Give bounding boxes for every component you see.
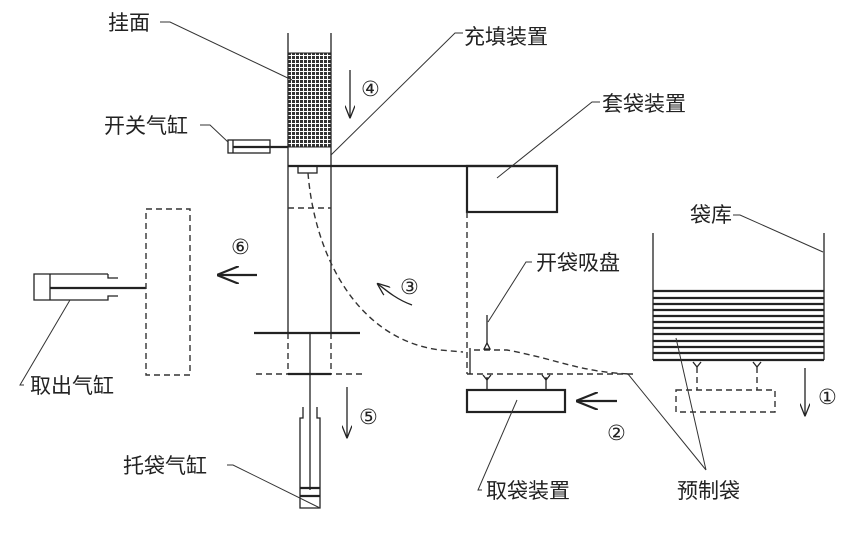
step-1: ① xyxy=(818,385,837,409)
bagging-device xyxy=(288,164,559,374)
bag-opening-suction xyxy=(482,315,492,350)
label-bag-taking-device: 取袋装置 xyxy=(486,479,570,503)
step-5: ⑤ xyxy=(359,405,378,429)
step-4: ④ xyxy=(361,77,380,101)
filling-tube xyxy=(254,33,363,376)
label-takeout-cylinder: 取出气缸 xyxy=(30,374,114,398)
step-6: ⑥ xyxy=(231,235,250,259)
label-bag-holding-cylinder: 托袋气缸 xyxy=(123,454,207,478)
label-bagging-device: 套袋装置 xyxy=(602,92,686,116)
takeout-cylinder xyxy=(33,208,191,376)
label-filling-device: 充填装置 xyxy=(464,25,548,49)
arrow-step-3 xyxy=(378,284,413,306)
label-bag-opening-suction: 开袋吸盘 xyxy=(536,251,620,275)
switch-cylinder xyxy=(227,139,288,154)
bag-storage xyxy=(652,233,825,413)
label-premade-bag: 预制袋 xyxy=(677,479,740,503)
step-2: ② xyxy=(607,421,626,445)
noodles-bundle xyxy=(287,52,332,148)
bag-holding-cylinder xyxy=(299,333,321,509)
label-switch-cylinder: 开关气缸 xyxy=(104,114,188,138)
label-bag-storage: 袋库 xyxy=(690,203,732,227)
bag-taking-device xyxy=(465,374,567,414)
step-3: ③ xyxy=(400,275,419,299)
label-noodles: 挂面 xyxy=(108,11,150,35)
